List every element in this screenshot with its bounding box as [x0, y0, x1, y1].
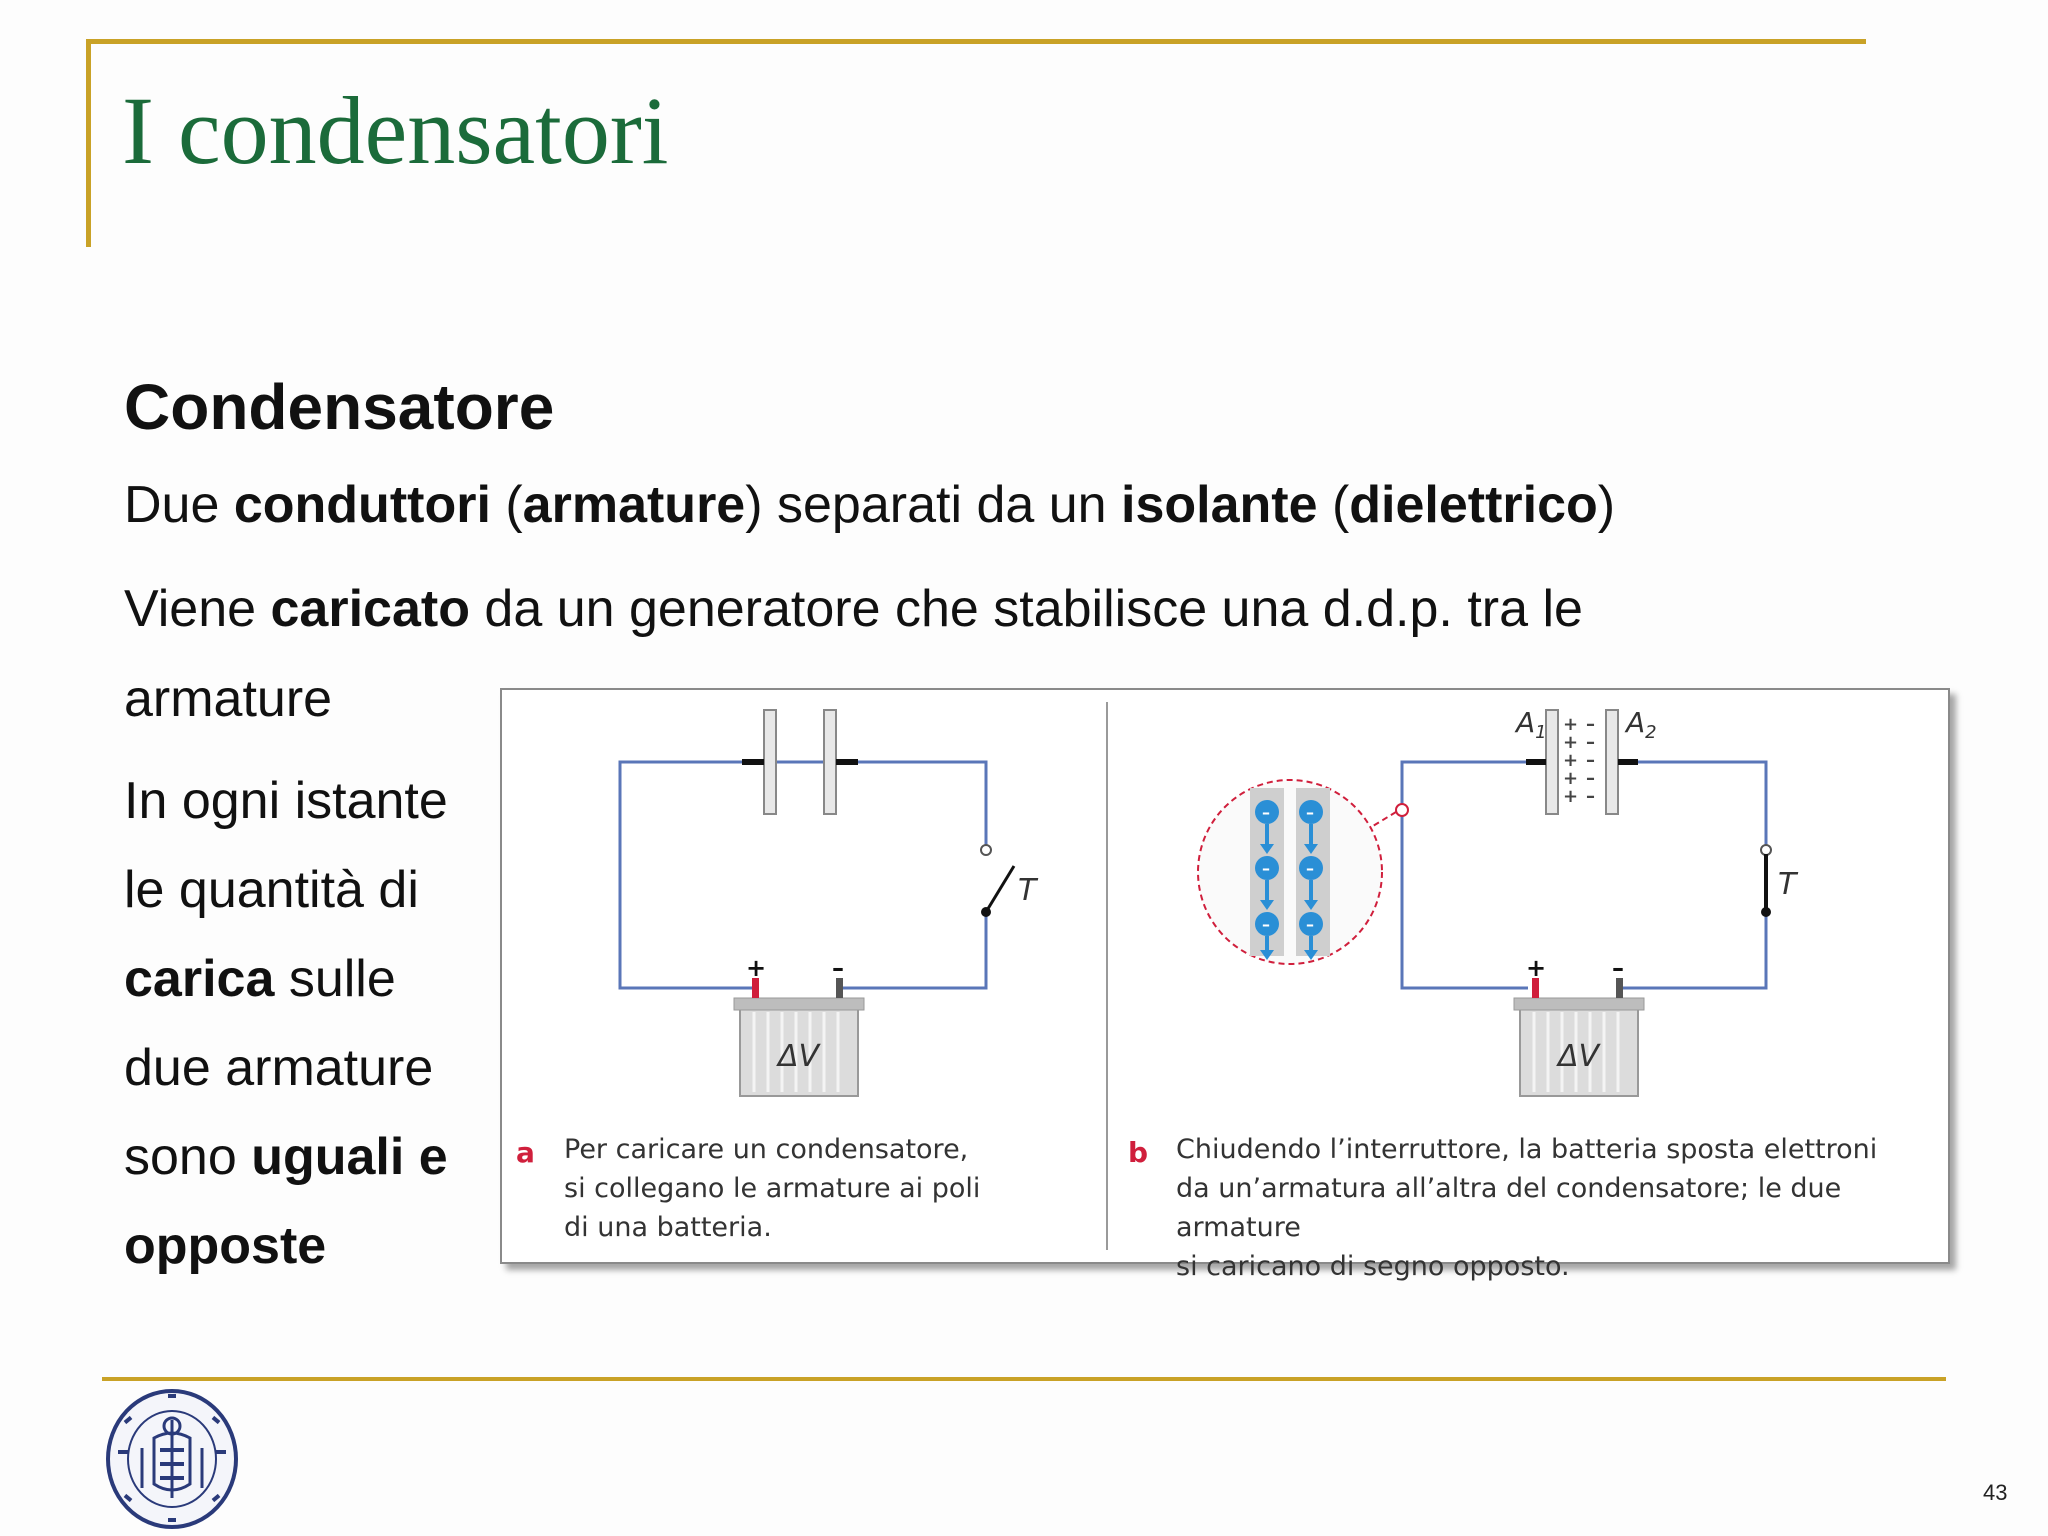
- caption-b: Chiudendo l’interruttore, la batteria sp…: [1176, 1134, 1878, 1282]
- svg-text:+: +: [1563, 714, 1578, 735]
- charging-line: Viene caricato da un generatore che stab…: [124, 580, 1583, 638]
- side-text-line-1: In ogni istante: [124, 772, 448, 830]
- university-seal-icon: [106, 1389, 238, 1529]
- caption-a: Per caricare un condensatore, si collega…: [564, 1134, 981, 1243]
- section-heading: Condensatore: [124, 371, 555, 443]
- svg-text:+: +: [1563, 768, 1578, 789]
- title-left-rule: [86, 39, 91, 247]
- figure-divider: [1106, 702, 1108, 1250]
- plate-label-a1: A1: [1514, 706, 1547, 743]
- capacitor-figure: T ΔV + – a Per caricare un condensatore,…: [500, 688, 1950, 1282]
- svg-text:–: –: [1306, 915, 1314, 934]
- svg-text:–: –: [1262, 915, 1270, 934]
- page-number: 43: [1983, 1480, 2008, 1505]
- switch-label-b: T: [1778, 867, 1799, 902]
- svg-text:+: +: [1563, 732, 1578, 753]
- svg-text:–: –: [1306, 859, 1314, 878]
- caption-letter-b: b: [1128, 1136, 1149, 1169]
- battery-label-b: ΔV: [1556, 1039, 1602, 1074]
- svg-text:–: –: [832, 954, 844, 982]
- side-text-line-2: le quantità di: [124, 861, 419, 919]
- electron-icon-group: – – – – – –: [1255, 800, 1323, 960]
- footer-rule: [102, 1377, 1946, 1381]
- slide-title: I condensatori: [122, 77, 669, 184]
- plate-label-a2: A2: [1624, 706, 1657, 743]
- side-text-line-3: carica sulle: [124, 950, 396, 1008]
- battery-label-a: ΔV: [776, 1039, 822, 1074]
- svg-text:–: –: [1586, 714, 1595, 735]
- charging-line-cont: armature: [124, 670, 333, 728]
- switch-label-a: T: [1018, 873, 1039, 908]
- circuit-b: +++++ ––––– A1 A2 T –– –– ––: [1197, 706, 1799, 1097]
- svg-text:–: –: [1262, 859, 1270, 878]
- svg-text:+: +: [1563, 786, 1578, 807]
- svg-text:–: –: [1262, 803, 1270, 822]
- svg-text:+: +: [1563, 750, 1578, 771]
- svg-text:–: –: [1586, 750, 1595, 771]
- svg-text:–: –: [1586, 732, 1595, 753]
- svg-text:–: –: [1612, 954, 1624, 982]
- title-top-rule: [86, 39, 1866, 44]
- circuit-a: T ΔV + –: [618, 709, 1039, 1097]
- definition-line: Due conduttori (armature) separati da un…: [124, 476, 1616, 534]
- svg-text:+: +: [746, 954, 766, 982]
- side-text-line-5: sono uguali e: [124, 1128, 448, 1186]
- svg-text:–: –: [1306, 803, 1314, 822]
- svg-text:–: –: [1586, 768, 1595, 789]
- caption-letter-a: a: [516, 1136, 535, 1169]
- svg-text:–: –: [1586, 786, 1595, 807]
- side-text-line-4: due armature: [124, 1039, 434, 1097]
- side-text-line-6: opposte: [124, 1217, 327, 1275]
- svg-text:+: +: [1526, 954, 1546, 982]
